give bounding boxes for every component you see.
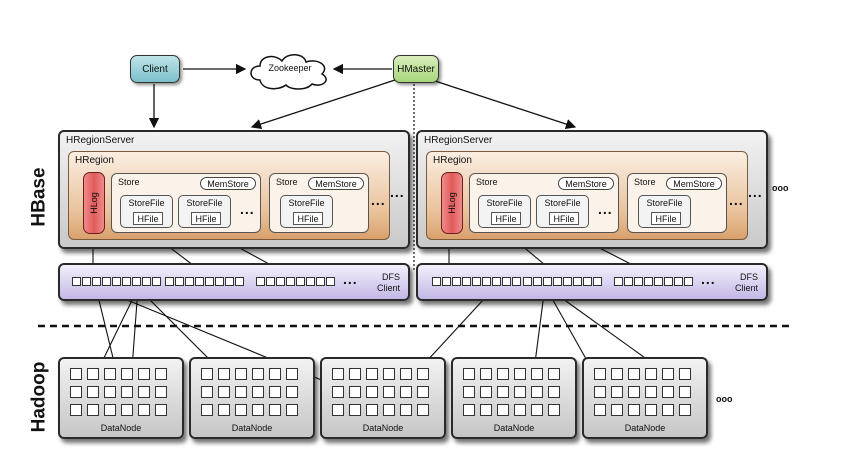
client-node: Client — [130, 55, 180, 83]
hregion-title: HRegion — [75, 155, 114, 166]
hfile-2a2: HFile — [549, 212, 579, 225]
hadoop-label: Hadoop — [28, 361, 50, 433]
region-ellipsis: ... — [748, 184, 763, 200]
hfile-1b1: HFile — [293, 212, 323, 225]
store-2a: Store MemStore StoreFile HFile StoreFile… — [469, 173, 619, 233]
storefile-1b1: StoreFile HFile — [280, 195, 333, 228]
more-datanodes-indicator: ooo — [716, 394, 733, 404]
datanode-label: DataNode — [624, 423, 666, 433]
hmaster-node: HMaster — [393, 55, 439, 83]
hmaster-rs2-link — [431, 79, 577, 130]
datanode-4: DataNode — [451, 357, 577, 439]
hregion-2: HRegion HLog Store MemStore StoreFile HF… — [426, 151, 748, 240]
memstore-2b: MemStore — [666, 177, 722, 190]
datanode-label: DataNode — [100, 423, 142, 433]
storefile-1a2: StoreFile HFile — [178, 195, 231, 228]
store-ellipsis: ... — [729, 192, 744, 208]
store-title: Store — [276, 177, 298, 187]
more-servers-indicator: ooo — [772, 183, 789, 193]
zookeeper-label: Zookeeper — [268, 63, 312, 73]
hlog-label: HLog — [89, 192, 99, 214]
block-ellipsis: ... — [343, 271, 358, 287]
memstore-1a: MemStore — [200, 177, 256, 190]
region-server-2: HRegionServer HRegion HLog Store MemStor… — [416, 130, 768, 249]
store-title: Store — [118, 177, 140, 187]
region-server-title: HRegionServer — [424, 135, 493, 146]
memstore-1b: MemStore — [308, 177, 364, 190]
store-ellipsis: ... — [371, 192, 386, 208]
datanode-label: DataNode — [231, 423, 273, 433]
hfile-1a2: HFile — [191, 212, 221, 225]
block-ellipsis: ... — [701, 271, 716, 287]
block-row-2b — [523, 277, 603, 286]
storefile-1a1: StoreFile HFile — [120, 195, 173, 228]
store-1a: Store MemStore StoreFile HFile StoreFile… — [111, 173, 261, 233]
block-row-2c — [614, 277, 694, 286]
datanode-label: DataNode — [493, 423, 535, 433]
hbase-label: HBase — [28, 167, 50, 227]
dfs-client-2: ... DFS Client — [416, 263, 768, 301]
hmaster-rs1-link — [250, 79, 396, 130]
hlog-1: HLog — [83, 172, 105, 234]
storefile-2b1: StoreFile HFile — [638, 195, 691, 228]
datanode-label: DataNode — [362, 423, 404, 433]
datanode-3: DataNode — [320, 357, 446, 439]
region-server-title: HRegionServer — [66, 135, 135, 146]
region-ellipsis: ... — [390, 184, 405, 200]
block-row-1a — [72, 277, 162, 286]
hregion-title: HRegion — [433, 155, 472, 166]
client-label: Client — [142, 63, 168, 75]
storefile-ellipsis: ... — [598, 201, 613, 217]
block-row-1b — [165, 277, 245, 286]
storefile-ellipsis: ... — [240, 201, 255, 217]
hfile-1a1: HFile — [133, 212, 163, 225]
hfile-2b1: HFile — [651, 212, 681, 225]
block-row-1c — [256, 277, 336, 286]
storefile-2a2: StoreFile HFile — [536, 195, 589, 228]
hlog-2: HLog — [441, 172, 463, 234]
hfile-2a1: HFile — [491, 212, 521, 225]
region-server-1: HRegionServer HRegion HLog Store MemStor… — [58, 130, 410, 249]
hlog-label: HLog — [447, 192, 457, 214]
dfs-client-1: ... DFS Client — [58, 263, 410, 301]
datanode-5: DataNode — [582, 357, 708, 439]
store-title: Store — [476, 177, 498, 187]
store-1b: Store MemStore StoreFile HFile — [269, 173, 369, 233]
dfs-client-label: DFS Client — [734, 272, 758, 293]
memstore-2a: MemStore — [558, 177, 614, 190]
dfs-client-label: DFS Client — [376, 272, 400, 293]
datanode-1: DataNode — [58, 357, 184, 439]
store-2b: Store MemStore StoreFile HFile — [627, 173, 727, 233]
hregion-1: HRegion HLog Store MemStore StoreFile HF… — [68, 151, 390, 240]
datanode-2: DataNode — [189, 357, 315, 439]
store-title: Store — [634, 177, 656, 187]
zookeeper-cloud — [250, 54, 327, 90]
hmaster-label: HMaster — [397, 63, 435, 75]
block-row-2a — [432, 277, 522, 286]
storefile-2a1: StoreFile HFile — [478, 195, 531, 228]
